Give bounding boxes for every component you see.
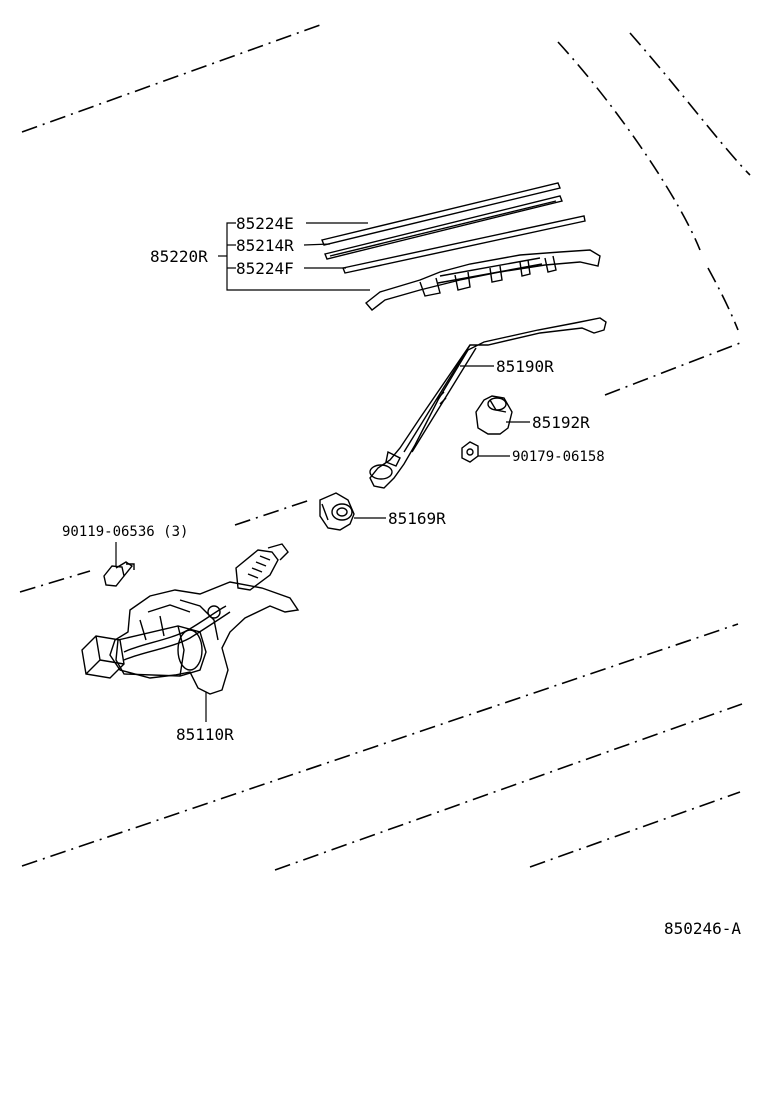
part-labels: 85224E 85214R 85220R 85224F 85190R 85192… (62, 214, 741, 938)
label-90179-06158: 90179-06158 (512, 449, 605, 465)
label-85110R: 85110R (176, 725, 234, 744)
label-90119-06536: 90119-06536 (3) (62, 524, 188, 540)
diagram-code: 850246-A (664, 919, 741, 938)
label-85224E: 85224E (236, 214, 294, 233)
wiper-blade-assembly (321, 182, 601, 311)
arm-cap (475, 395, 513, 435)
blade-rubber-strip-lower (342, 215, 586, 274)
wiper-motor (81, 543, 300, 695)
wiper-arm (369, 317, 607, 489)
label-85169R: 85169R (388, 509, 446, 528)
label-85224F: 85224F (236, 259, 294, 278)
blade-frame (364, 249, 601, 311)
leader-lines (115, 222, 530, 722)
blade-rubber-strip-upper (321, 182, 561, 246)
label-85190R: 85190R (496, 357, 554, 376)
nut (461, 441, 479, 463)
blade-backing (324, 195, 563, 260)
body-outline (19, 24, 751, 871)
mounting-bolt (103, 561, 135, 587)
label-85220R: 85220R (150, 247, 208, 266)
label-85192R: 85192R (532, 413, 590, 432)
label-85214R: 85214R (236, 236, 294, 255)
grommet (319, 492, 355, 531)
